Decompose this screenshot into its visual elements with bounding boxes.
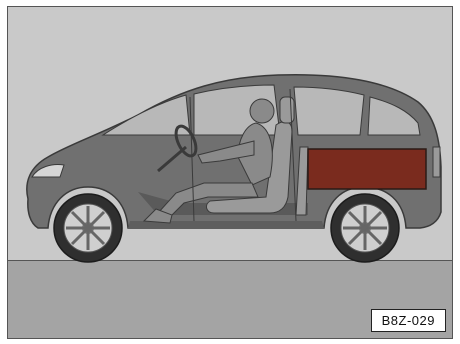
figure-frame: B8Z-029 <box>7 6 453 339</box>
highlighted-cargo-area <box>308 149 426 189</box>
car-illustration <box>8 7 453 339</box>
tail-light <box>433 147 440 177</box>
rear-wheel <box>331 194 399 262</box>
front-wheel <box>54 194 122 262</box>
figure-label: B8Z-029 <box>371 309 446 332</box>
rear-side-window <box>294 87 364 135</box>
headrest <box>280 97 294 123</box>
